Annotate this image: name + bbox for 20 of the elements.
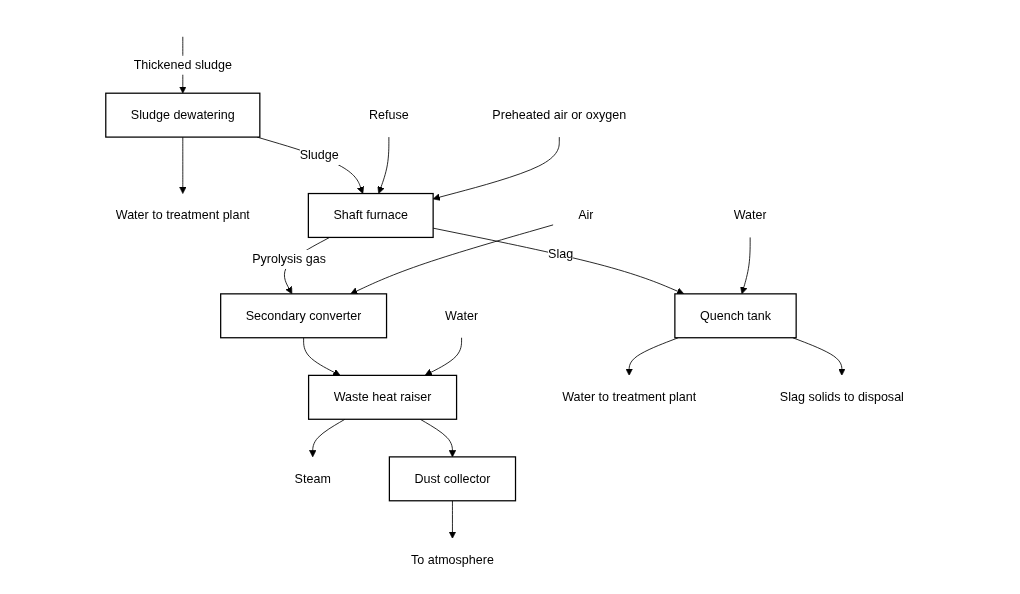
node-text: Water to treatment plant	[115, 207, 250, 222]
node-text: Preheated air or oxygen	[492, 107, 627, 122]
node-text: Air	[578, 207, 594, 222]
edge-label: Pyrolysis gas	[252, 251, 327, 266]
edge-label: Slag	[548, 246, 574, 261]
node-text: Water to treatment plant	[562, 389, 697, 404]
node-text: Slag solids to disposal	[779, 389, 905, 404]
node-box: Sludge dewatering	[105, 92, 261, 138]
edge-label: Sludge	[299, 147, 339, 162]
node-text: Steam	[294, 471, 332, 486]
node-box: Quench tank	[674, 293, 797, 339]
node-box: Waste heat raiser	[308, 374, 458, 420]
node-box: Secondary converter	[220, 293, 388, 339]
node-box: Dust collector	[388, 456, 517, 502]
node-text: Refuse	[369, 107, 409, 122]
node-text: Water	[733, 207, 767, 222]
node-box: Shaft furnace	[307, 192, 434, 239]
edge-label: Thickened sludge	[133, 57, 233, 72]
node-text: To atmosphere	[411, 552, 495, 567]
node-text: Water	[445, 308, 479, 323]
